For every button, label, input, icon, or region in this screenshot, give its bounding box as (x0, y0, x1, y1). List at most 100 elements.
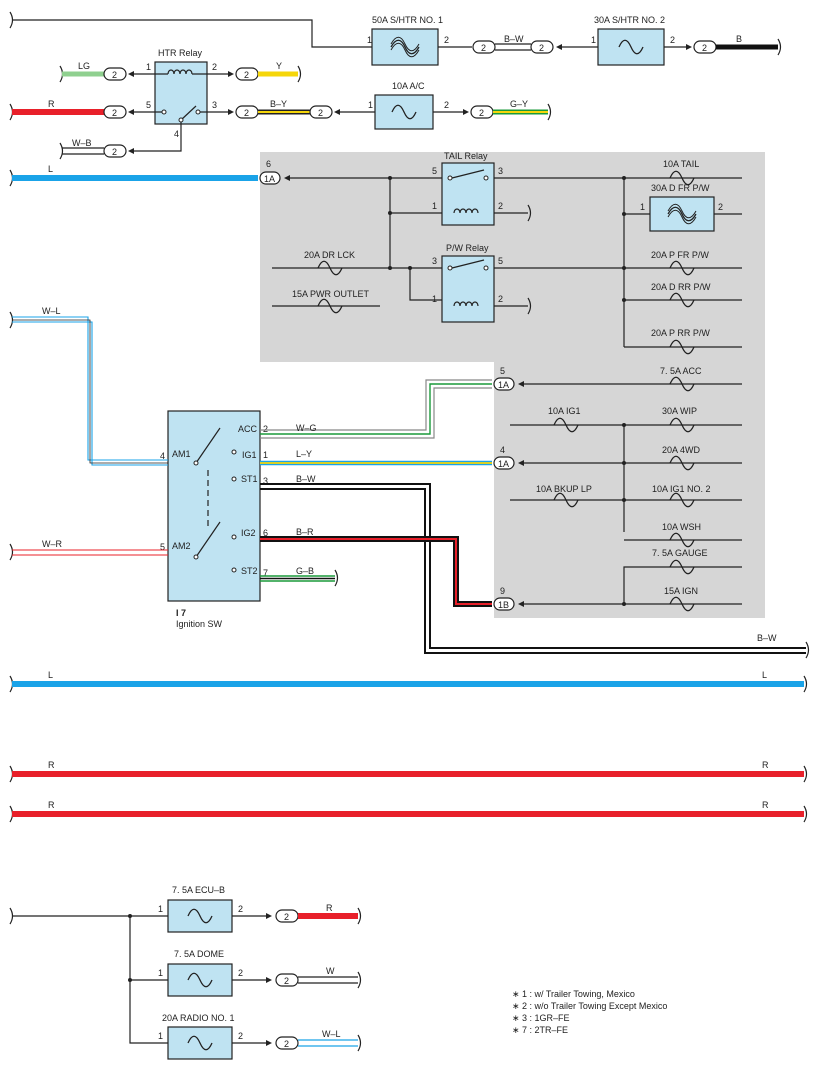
svg-text:1: 1 (263, 450, 268, 460)
svg-text:IG2: IG2 (241, 528, 256, 538)
wire-label-l-bus: L (48, 670, 53, 680)
label-10a-ig1-no2: 10A IG1 NO. 2 (652, 484, 711, 494)
svg-text:1A: 1A (498, 380, 509, 390)
fuse-7-5a-dome (167, 963, 233, 997)
svg-text:ST1: ST1 (241, 474, 258, 484)
svg-text:2: 2 (238, 968, 243, 978)
svg-text:2: 2 (212, 62, 217, 72)
wire-label-w: W (326, 966, 335, 976)
svg-text:5: 5 (498, 256, 503, 266)
svg-text:2: 2 (444, 100, 449, 110)
svg-text:2: 2 (238, 1031, 243, 1041)
svg-text:4: 4 (174, 129, 179, 139)
svg-text:1: 1 (158, 904, 163, 914)
svg-text:R: R (762, 800, 769, 810)
note-4: ∗ 7 : 2TR–FE (512, 1025, 568, 1035)
svg-text:1: 1 (367, 35, 372, 45)
svg-text:2: 2 (718, 202, 723, 212)
svg-text:1: 1 (158, 1031, 163, 1041)
svg-text:5: 5 (500, 366, 505, 376)
svg-text:3: 3 (498, 166, 503, 176)
label-20a-prr-pw: 20A P RR P/W (651, 328, 710, 338)
svg-text:2: 2 (244, 108, 249, 118)
svg-text:B–W: B–W (757, 633, 777, 643)
wire-label-w-l-radio: W–L (322, 1029, 341, 1039)
svg-text:2: 2 (479, 108, 484, 118)
svg-text:2: 2 (112, 108, 117, 118)
svg-text:2: 2 (244, 70, 249, 80)
svg-text:1: 1 (640, 202, 645, 212)
wire-label-l-y: L–Y (296, 449, 312, 459)
note-2: ∗ 2 : w/o Trailer Towing Except Mexico (512, 1001, 667, 1011)
svg-text:ACC: ACC (238, 424, 258, 434)
wire-label-b-w: B–W (504, 34, 524, 44)
note-3: ∗ 3 : 1GR–FE (512, 1013, 570, 1023)
fuse-20a-radio-no1 (167, 1026, 233, 1060)
svg-text:1A: 1A (264, 174, 275, 184)
note-1: ∗ 1 : w/ Trailer Towing, Mexico (512, 989, 635, 999)
svg-text:5: 5 (432, 166, 437, 176)
svg-text:AM2: AM2 (172, 541, 191, 551)
label-20a-radio-no1: 20A RADIO NO. 1 (162, 1013, 235, 1023)
svg-text:AM1: AM1 (172, 449, 191, 459)
svg-text:L: L (762, 670, 767, 680)
fuse-50a-shtr1 (371, 28, 439, 66)
svg-text:2: 2 (702, 43, 707, 53)
svg-text:IG1: IG1 (242, 450, 257, 460)
svg-text:2: 2 (670, 35, 675, 45)
ignition-switch-code: I 7 (176, 608, 186, 618)
wire-label-lg: LG (78, 61, 90, 71)
label-30a-dfr-pw: 30A D FR P/W (651, 183, 710, 193)
svg-text:2: 2 (238, 904, 243, 914)
connector-2 (472, 40, 496, 54)
label-30a-shtr2: 30A S/HTR NO. 2 (594, 15, 665, 25)
wire-label-r-bus2: R (48, 800, 55, 810)
wire-label-w-g: W–G (296, 423, 317, 433)
wire-label-r-ecu: R (326, 903, 333, 913)
svg-text:9: 9 (500, 586, 505, 596)
wire-label-g-y: G–Y (510, 99, 528, 109)
svg-text:2: 2 (263, 424, 268, 434)
ignition-switch-name: Ignition SW (176, 619, 223, 629)
wire-label-w-b: W–B (72, 138, 92, 148)
label-tail-relay: TAIL Relay (444, 151, 488, 161)
svg-text:1: 1 (432, 201, 437, 211)
svg-text:7: 7 (263, 568, 268, 578)
label-20a-dr-lck: 20A DR LCK (304, 250, 355, 260)
label-7-5a-acc: 7. 5A ACC (660, 366, 702, 376)
wire-label-b: B (736, 34, 742, 44)
label-15a-pwr-outlet: 15A PWR OUTLET (292, 289, 370, 299)
svg-text:2: 2 (498, 201, 503, 211)
svg-text:2: 2 (318, 108, 323, 118)
label-20a-pfr-pw: 20A P FR P/W (651, 250, 709, 260)
svg-text:4: 4 (500, 445, 505, 455)
svg-text:3: 3 (212, 100, 217, 110)
label-15a-ign: 15A IGN (664, 586, 698, 596)
wire-label-b-y: B–Y (270, 99, 287, 109)
svg-text:2: 2 (284, 912, 289, 922)
label-7-5a-gauge: 7. 5A GAUGE (652, 548, 708, 558)
wire-top-feed (12, 19, 372, 48)
svg-text:2: 2 (284, 1039, 289, 1049)
svg-text:2: 2 (112, 147, 117, 157)
label-10a-ac: 10A A/C (392, 81, 425, 91)
label-10a-ig1: 10A IG1 (548, 406, 581, 416)
svg-text:1: 1 (158, 968, 163, 978)
wire-label-w-l: W–L (42, 306, 61, 316)
svg-text:1: 1 (368, 100, 373, 110)
tail-relay (441, 162, 495, 226)
svg-text:R: R (762, 760, 769, 770)
label-pw-relay: P/W Relay (446, 243, 489, 253)
label-10a-bkup-lp: 10A BKUP LP (536, 484, 592, 494)
svg-text:4: 4 (160, 451, 165, 461)
wire-label-r-bus1: R (48, 760, 55, 770)
svg-text:3: 3 (432, 256, 437, 266)
svg-text:6: 6 (266, 159, 271, 169)
label-20a-4wd: 20A 4WD (662, 445, 701, 455)
svg-text:2: 2 (112, 70, 117, 80)
svg-text:6: 6 (263, 528, 268, 538)
label-50a-shtr1: 50A S/HTR NO. 1 (372, 15, 443, 25)
svg-text:5: 5 (160, 542, 165, 552)
svg-text:5: 5 (146, 100, 151, 110)
